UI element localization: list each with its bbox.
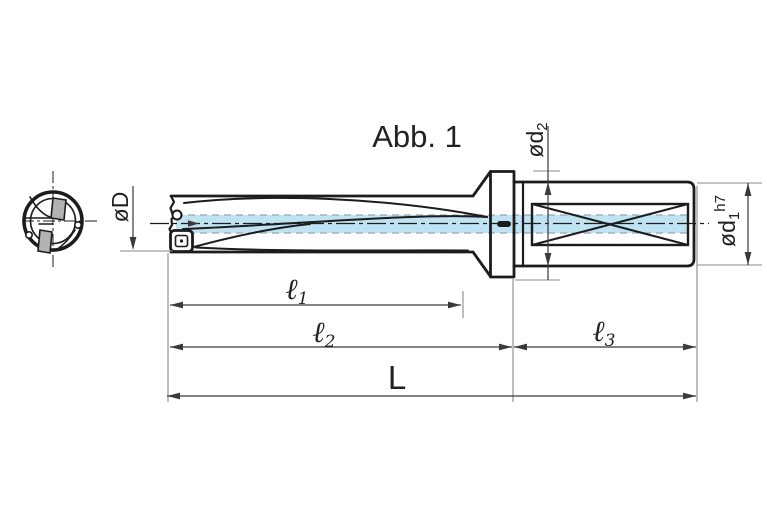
dimension-l1-label: ℓ1: [286, 272, 309, 309]
arrowhead: [744, 252, 752, 265]
arrowhead: [514, 343, 527, 351]
dimension-L: L: [167, 359, 696, 400]
cutting-edge-arc: [55, 229, 76, 251]
coolant-hole: [24, 231, 33, 240]
body-top-edge: [169, 170, 492, 198]
dimension-d2-label: ød2: [522, 122, 551, 157]
dimension-D-label: øD: [107, 192, 133, 223]
coolant-hole: [74, 221, 83, 230]
arrowhead: [170, 301, 183, 309]
insert-inner: [37, 229, 53, 254]
flute-curve-bottom: [195, 246, 469, 252]
arrowhead: [170, 343, 183, 351]
dimension-d1-label: ød1h7: [712, 195, 743, 247]
flute-curve-lower: [182, 215, 488, 230]
dimension-l2: ℓ2: [170, 315, 512, 352]
tip-coolant-hole: [171, 209, 183, 221]
outer-diameter-circle: [22, 190, 84, 252]
dimension-D: øD: [107, 186, 137, 250]
arrowhead: [448, 301, 461, 309]
tip-insert-inner: [174, 234, 189, 248]
extension-lines: [120, 170, 762, 402]
dimension-L-label: L: [388, 359, 406, 396]
front-view: [22, 171, 97, 270]
dimension-d1: ød1h7: [712, 183, 752, 265]
arrowhead: [683, 343, 696, 351]
arrowhead: [683, 392, 696, 400]
flute-curve-upper: [183, 196, 488, 218]
axis-arrowhead: [188, 220, 199, 227]
arrowhead: [129, 237, 137, 250]
dimension-l1: ℓ1: [170, 272, 461, 309]
clamping-flat-box: [530, 202, 690, 247]
figure-title: Abb. 1: [372, 119, 462, 154]
tip-insert-screw: [179, 239, 184, 243]
arrowhead: [744, 183, 752, 196]
dimension-l3: ℓ3: [514, 314, 696, 351]
arrowhead: [544, 182, 552, 195]
dimension-l3-label: ℓ3: [593, 314, 616, 351]
arrowhead: [499, 343, 512, 351]
dimension-l2-label: ℓ2: [313, 315, 336, 352]
dimension-d2: ød2: [522, 122, 552, 280]
flange: [489, 170, 516, 279]
arrowhead: [544, 253, 552, 266]
side-view: [150, 170, 709, 279]
arrowhead: [167, 392, 180, 400]
flute-curve-front: [185, 223, 311, 250]
insert-outer: [50, 197, 67, 221]
body-bottom-edge: [169, 250, 492, 278]
